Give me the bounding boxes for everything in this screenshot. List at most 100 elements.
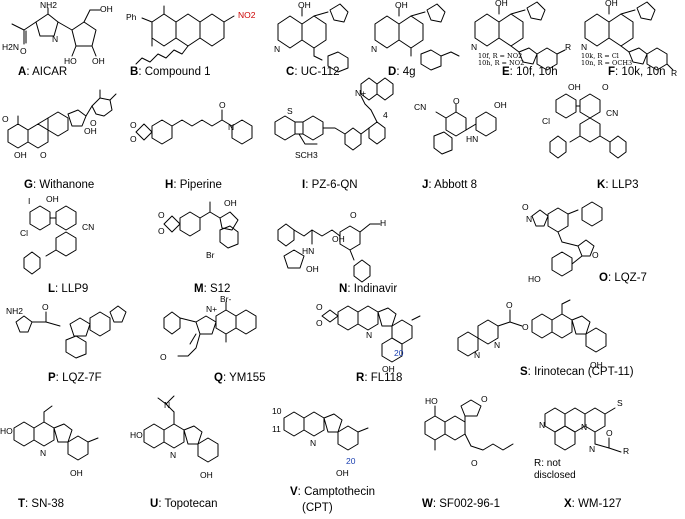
- compound-letter: L: [48, 283, 56, 295]
- atom-label: O: [602, 82, 609, 92]
- structure-camptothecin: 10 11 N 20 OH: [272, 406, 369, 478]
- compound-name: FL118: [370, 372, 403, 384]
- atom-label: OH: [495, 0, 508, 8]
- compound-name: S12: [209, 283, 231, 295]
- compound-name: Piperine: [179, 179, 222, 191]
- atom-label: Cl: [20, 228, 28, 238]
- compound-caption-b: B: Compound 1: [130, 66, 211, 78]
- atom-label: NH2: [40, 0, 57, 10]
- compound-caption-r: R: FL118: [356, 372, 403, 384]
- compound-name: 10f, 10h: [516, 66, 558, 78]
- atom-label: N: [366, 330, 372, 340]
- atom-label: OH: [298, 0, 311, 10]
- structure-sf002-96-1: HO O O: [424, 394, 514, 468]
- atom-label: O: [522, 322, 529, 332]
- structure-abbott-8: CN O HN OH: [414, 96, 507, 155]
- compound-letter: M: [194, 283, 204, 295]
- atom-label: O: [506, 300, 513, 310]
- compound-caption-k: K: LLP3: [597, 179, 639, 191]
- atom-label: HO: [425, 396, 438, 406]
- atom-label: CN: [606, 108, 618, 118]
- atom-label: CN: [82, 222, 94, 232]
- atom-label: OH: [46, 194, 59, 204]
- compound-caption-d: D: 4g: [388, 66, 416, 78]
- compound-letter: V: [290, 486, 298, 498]
- atom-label: O: [20, 46, 27, 56]
- compound-letter: E: [502, 66, 510, 78]
- atom-label: R: [671, 68, 677, 78]
- atom-label: O: [219, 100, 226, 110]
- compound-letter: U: [150, 498, 159, 510]
- atom-label: OH: [336, 468, 349, 478]
- atom-label: 20: [394, 348, 404, 358]
- atom-label: N: [589, 444, 595, 454]
- atom-label: Cl: [542, 116, 550, 126]
- compound-letter: G: [24, 179, 33, 191]
- structure-lqz-7: N O HO O: [522, 201, 603, 284]
- atom-label: N: [228, 122, 234, 132]
- compound-caption-h: H: Piperine: [165, 179, 222, 191]
- atom-label: N: [471, 42, 477, 52]
- compound-letter: Q: [214, 372, 223, 384]
- atom-label: CN: [414, 102, 426, 112]
- compound-name: PZ-6-QN: [311, 179, 358, 191]
- structure-fl118: O O N 20 OH: [316, 302, 421, 374]
- compound-caption-m: M: S12: [194, 283, 231, 295]
- note-line: R: not: [534, 458, 561, 469]
- atom-label: O: [40, 150, 47, 160]
- structure-4g: OH N: [371, 0, 460, 71]
- compound-name: WM-127: [578, 498, 622, 510]
- atom-label: N: [310, 438, 316, 448]
- atom-label: O: [471, 458, 478, 468]
- note-10h: 10h, R = NO2: [478, 59, 525, 67]
- atom-label: OH: [100, 4, 113, 14]
- structure-uc-112: OH N: [274, 0, 349, 73]
- compound-name: LLP9: [61, 283, 89, 295]
- compound-letter: O: [599, 272, 608, 284]
- structure-aicar: NH2 H2N O N OH HO OH: [2, 0, 113, 66]
- atom-label: OH: [332, 234, 345, 244]
- compound-letter: D: [388, 66, 397, 78]
- compound-caption-a: A: AICAR: [18, 66, 68, 78]
- compound-name: SN-38: [31, 498, 65, 510]
- atom-label: SCH3: [295, 150, 318, 160]
- compound-letter: R: [356, 372, 365, 384]
- atom-label: O: [158, 210, 165, 220]
- atom-label: N: [164, 400, 170, 410]
- atom-label: O: [606, 428, 613, 438]
- compound-name: SF002-96-1: [439, 498, 500, 510]
- compound-letter: I: [302, 179, 306, 191]
- note-r-not-disclosed: R: not disclosed: [534, 458, 576, 482]
- atom-label: OH: [306, 264, 319, 274]
- structure-irinotecan: N N O O OH: [457, 299, 607, 370]
- atom-label: 20: [346, 456, 356, 466]
- atom-label: O: [522, 202, 529, 212]
- compound-caption-w: W: SF002-96-1: [422, 498, 500, 510]
- compound-caption-l: L: LLP9: [48, 283, 89, 295]
- compound-name: AICAR: [32, 66, 68, 78]
- atom-label: O: [158, 226, 165, 236]
- compound-letter: N: [339, 283, 348, 295]
- note-line: disclosed: [534, 470, 576, 481]
- atom-label: OH: [14, 150, 27, 160]
- compound-letter: S: [520, 366, 528, 378]
- compound-letter: W: [422, 498, 433, 510]
- atom-label: S: [617, 398, 623, 408]
- atom-label: N: [539, 420, 545, 430]
- atom-label: O: [316, 302, 323, 312]
- atom-label: O: [350, 210, 357, 220]
- note-10n: 10n, R = OCH3: [581, 59, 633, 67]
- atom-label: N+: [206, 304, 217, 314]
- atom-label: OH: [494, 100, 507, 110]
- atom-label: N: [274, 44, 280, 54]
- atom-label: N: [371, 44, 377, 54]
- compound-letter: X: [564, 498, 572, 510]
- atom-label: 4: [383, 110, 388, 120]
- structure-10f-10h: OH N R: [471, 0, 571, 71]
- atom-label: O: [316, 318, 323, 328]
- atom-label: OH: [590, 360, 603, 370]
- compound-name: Camptothecin: [304, 486, 376, 498]
- compound-caption-e: E: 10f, 10h: [502, 66, 558, 78]
- atom-label: R: [565, 42, 571, 52]
- atom-label: O: [592, 250, 599, 260]
